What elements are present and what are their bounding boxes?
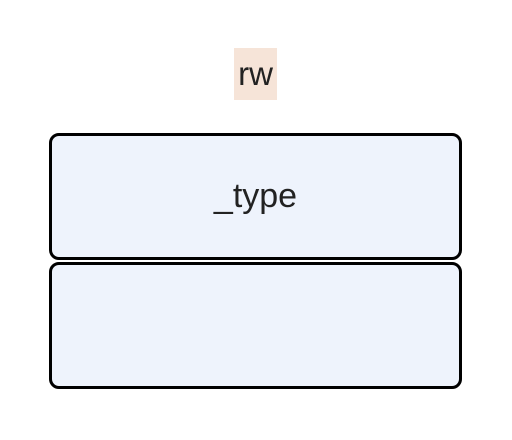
rw-tag-label: rw xyxy=(234,48,277,100)
type-field-box: _type xyxy=(49,133,462,260)
type-field-label: _type xyxy=(213,177,298,215)
empty-field-box xyxy=(49,262,462,389)
